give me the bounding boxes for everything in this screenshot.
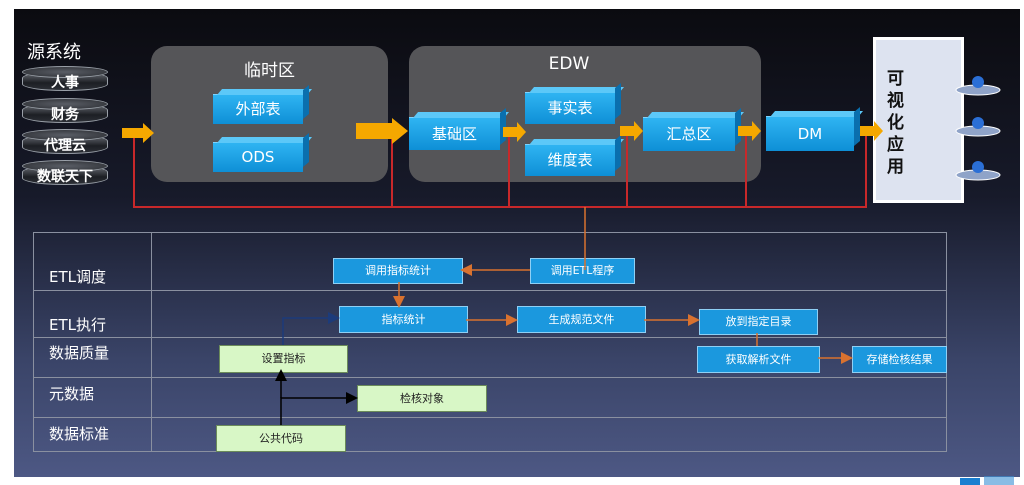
node-call-metric-stats: 调用指标统计	[333, 258, 463, 284]
source-cylinder-agent-cloud: 代理云	[22, 129, 108, 154]
source-label: 数联天下	[37, 169, 93, 185]
grid-row-divider	[34, 417, 946, 418]
node-get-parse-file: 获取解析文件	[697, 346, 820, 373]
staging-zone-title: 临时区	[244, 61, 295, 81]
node-check-object: 检核对象	[357, 385, 487, 412]
node-put-directory: 放到指定目录	[699, 309, 818, 335]
ods-box: ODS	[213, 142, 303, 172]
source-system-title: 源系统	[27, 42, 81, 63]
corner-logo-mark	[984, 476, 1014, 485]
external-table-box: 外部表	[213, 94, 303, 124]
source-label: 代理云	[44, 138, 86, 154]
node-generate-spec-file: 生成规范文件	[517, 306, 646, 333]
grid-row-divider	[34, 377, 946, 378]
row-label-data-standard: 数据标准	[49, 425, 110, 443]
governance-grid	[33, 232, 947, 452]
source-cylinder-shulian: 数联天下	[22, 160, 108, 185]
node-common-code: 公共代码	[216, 425, 346, 452]
grid-column-divider	[151, 233, 152, 451]
app-icons	[955, 76, 1001, 181]
grid-row-divider	[34, 290, 946, 291]
edw-zone-title: EDW	[548, 54, 590, 74]
dm-box: DM	[766, 116, 854, 151]
node-call-etl-program: 调用ETL程序	[530, 258, 635, 284]
source-label: 财务	[51, 107, 79, 123]
row-label-data-quality: 数据质量	[49, 344, 110, 362]
visualization-apps-panel: 可视化应用	[873, 37, 964, 203]
summary-zone-box: 汇总区	[643, 117, 735, 151]
source-cylinder-finance: 财务	[22, 98, 108, 123]
visualization-apps-label: 可视化应用	[887, 69, 904, 177]
source-label: 人事	[51, 75, 79, 91]
node-store-check-result: 存储检核结果	[852, 346, 947, 373]
row-label-etl-schedule: ETL调度	[49, 268, 106, 286]
flow-arrows	[122, 118, 883, 144]
red-monitor-lines	[133, 134, 867, 208]
dimension-table-box: 维度表	[525, 144, 615, 176]
corner-logo-icon	[960, 478, 980, 485]
base-zone-box: 基础区	[409, 117, 500, 150]
source-cylinder-hr: 人事	[22, 66, 108, 91]
row-label-metadata: 元数据	[49, 385, 95, 403]
grid-row-divider	[34, 337, 946, 338]
fact-table-box: 事实表	[525, 92, 615, 124]
row-label-etl-execute: ETL执行	[49, 316, 106, 334]
